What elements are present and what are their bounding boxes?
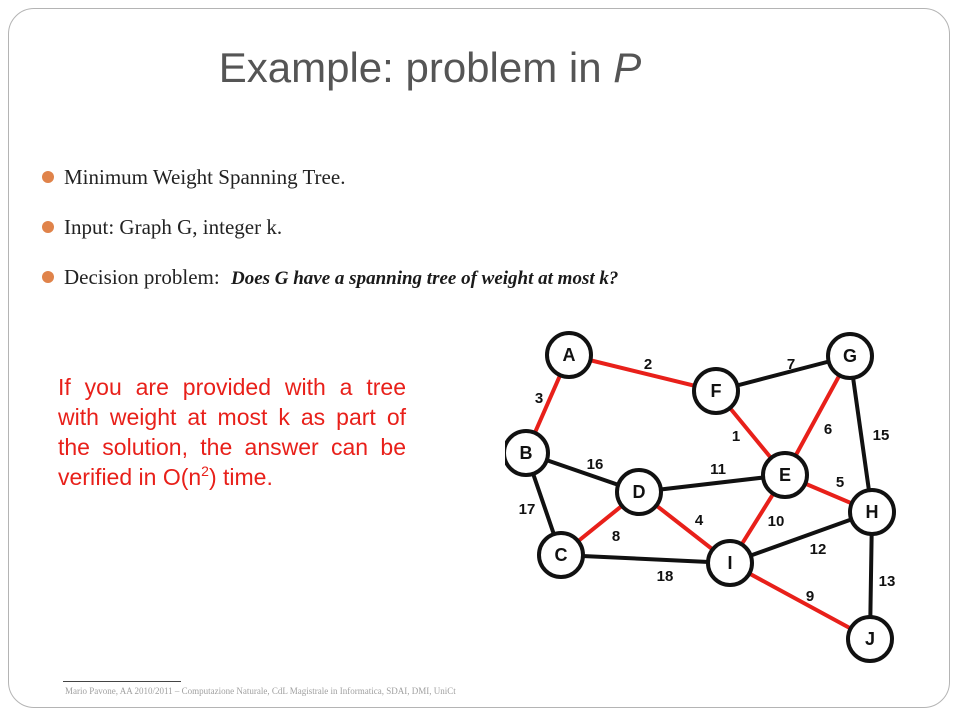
node-circle xyxy=(537,531,585,579)
node-c: C xyxy=(537,531,585,579)
node-circle xyxy=(826,332,874,380)
footer-divider xyxy=(63,681,181,682)
edge-weight-label: 17 xyxy=(519,501,536,518)
callout-main: If you are provided with a tree with wei… xyxy=(58,374,406,490)
edge-weight-label: 9 xyxy=(806,588,814,605)
bullet-dot-icon xyxy=(42,171,54,183)
node-label: J xyxy=(865,629,875,649)
edge-i-h xyxy=(728,510,874,565)
node-b: B xyxy=(505,429,550,477)
callout-tail: ) time. xyxy=(208,464,273,490)
callout-text: If you are provided with a tree with wei… xyxy=(58,372,406,492)
edge-i-j xyxy=(728,561,872,641)
edge-weight-label: 13 xyxy=(879,573,896,590)
title-italic-p: P xyxy=(613,44,642,91)
node-a: A xyxy=(545,331,593,379)
bullet-dot-icon xyxy=(42,271,54,283)
node-label: H xyxy=(866,502,879,522)
node-e: E xyxy=(761,451,809,499)
node-label: B xyxy=(520,443,533,463)
node-label: C xyxy=(555,545,568,565)
edge-weight-label: 10 xyxy=(768,513,785,530)
node-circle xyxy=(692,367,740,415)
node-label: G xyxy=(843,346,857,366)
edge-a-f xyxy=(567,353,718,393)
node-i: I xyxy=(706,539,754,587)
edge-d-e xyxy=(637,473,787,494)
node-d: D xyxy=(615,468,663,516)
bullet-text: Decision problem: xyxy=(64,265,220,289)
edge-c-i xyxy=(559,553,732,565)
node-circle xyxy=(848,488,896,536)
node-circle xyxy=(545,331,593,379)
node-g: G xyxy=(826,332,874,380)
bullet-item: Minimum Weight Spanning Tree. xyxy=(40,162,618,212)
node-label: A xyxy=(563,345,576,365)
node-circle xyxy=(615,468,663,516)
bullet-item: Input: Graph G, integer k. xyxy=(40,212,618,262)
edge-weight-label: 15 xyxy=(873,427,890,444)
edge-weight-label: 18 xyxy=(657,568,674,585)
bullet-text: Input: Graph G, integer k. xyxy=(64,215,283,239)
edge-weight-label: 7 xyxy=(787,356,795,373)
edge-weight-label: 11 xyxy=(710,461,726,478)
bullet-text: Minimum Weight Spanning Tree. xyxy=(64,165,346,189)
node-h: H xyxy=(848,488,896,536)
bullet-list: Minimum Weight Spanning Tree. Input: Gra… xyxy=(40,162,618,312)
node-circle xyxy=(846,615,894,663)
node-label: F xyxy=(711,381,722,401)
bullet-emphasis: Does G have a spanning tree of weight at… xyxy=(230,268,619,289)
edge-weight-label: 4 xyxy=(695,512,704,529)
bullet-dot-icon xyxy=(42,221,54,233)
bullet-item: Decision problem: Does G have a spanning… xyxy=(40,262,618,312)
node-label: I xyxy=(727,553,732,573)
footer-text: Mario Pavone, AA 2010/2011 – Computazion… xyxy=(65,686,456,696)
node-circle xyxy=(505,429,550,477)
node-layer: A B C D E F G H I J xyxy=(505,331,896,663)
edge-weight-label: 1 xyxy=(732,428,740,445)
edge-weight-label: 5 xyxy=(836,474,844,491)
node-circle xyxy=(706,539,754,587)
node-j: J xyxy=(846,615,894,663)
edge-weight-label: 2 xyxy=(644,356,652,373)
edge-weight-label: 12 xyxy=(810,541,827,558)
node-circle xyxy=(761,451,809,499)
edge-weight-label: 16 xyxy=(587,456,604,473)
callout-superscript: 2 xyxy=(201,463,209,479)
edge-weight-label: 8 xyxy=(612,528,620,545)
edge-weight-label: 3 xyxy=(535,390,543,407)
slide-title: Example: problem in P xyxy=(0,44,860,92)
node-label: D xyxy=(633,482,646,502)
node-f: F xyxy=(692,367,740,415)
node-label: E xyxy=(779,465,791,485)
edge-g-h xyxy=(848,354,874,514)
title-text: Example: problem in xyxy=(218,44,614,91)
edge-weight-label: 6 xyxy=(824,421,832,438)
